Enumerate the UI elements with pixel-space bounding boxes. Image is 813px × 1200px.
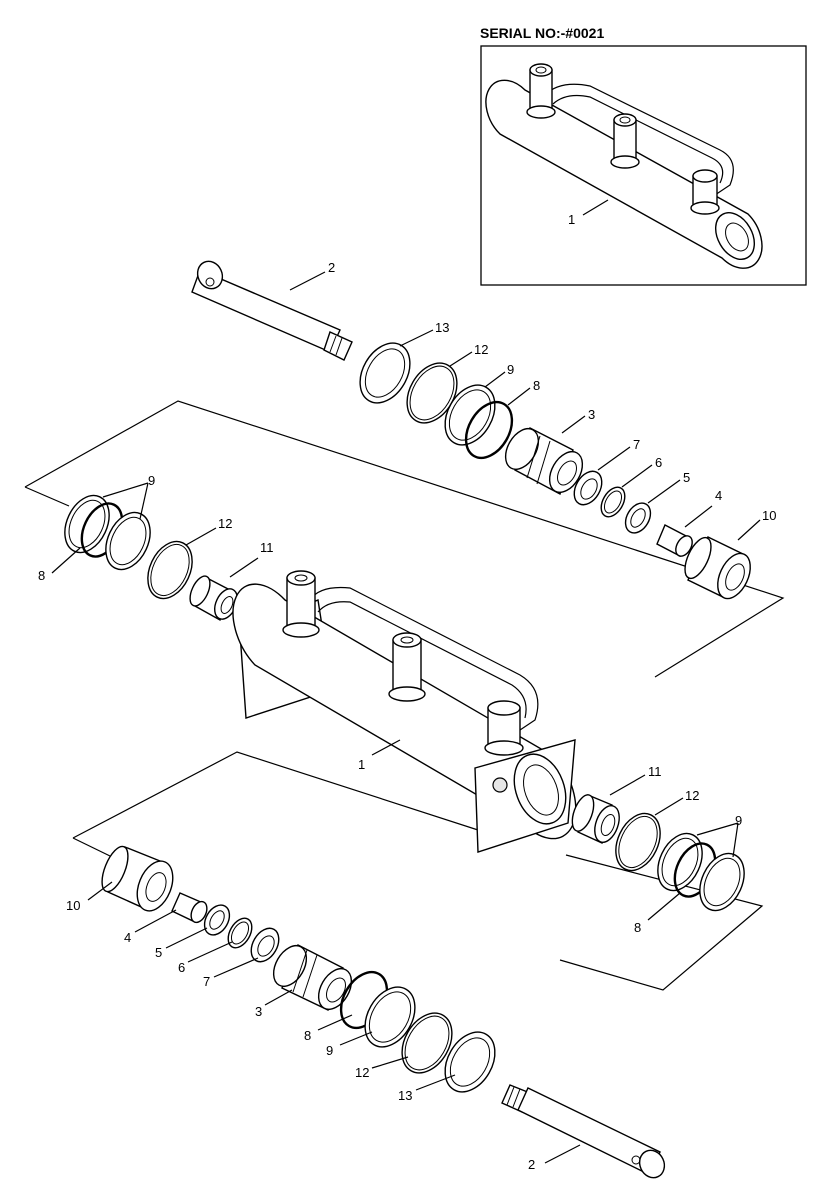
callout-right-8: 8 bbox=[634, 920, 641, 935]
top-ring-5 bbox=[624, 502, 652, 534]
bottom-snap-ring-13 bbox=[444, 1031, 496, 1093]
serial-number-label: SERIAL NO:-#0021 bbox=[480, 25, 604, 41]
left-bushing-11 bbox=[189, 575, 239, 622]
callout-inset-1: 1 bbox=[568, 212, 575, 227]
callout-bot-10: 10 bbox=[66, 898, 80, 913]
lower-assembly-frame bbox=[72, 751, 479, 839]
bottom-ring-5 bbox=[203, 904, 231, 936]
callout-bot-7: 7 bbox=[203, 974, 210, 989]
callout-right-11: 11 bbox=[648, 764, 662, 779]
callout-top-4: 4 bbox=[715, 488, 722, 503]
inset-cylinder-body bbox=[485, 63, 763, 269]
callout-bot-2: 2 bbox=[528, 1157, 535, 1172]
callout-bot-8: 8 bbox=[304, 1028, 311, 1043]
callout-left-12: 12 bbox=[218, 516, 232, 531]
bottom-ring-6 bbox=[227, 917, 253, 949]
top-spacer-10 bbox=[684, 536, 751, 600]
callout-bot-12: 12 bbox=[355, 1065, 369, 1080]
top-ring-7 bbox=[573, 470, 603, 506]
callout-left-9: 9 bbox=[148, 473, 155, 488]
callout-bot-9: 9 bbox=[326, 1043, 333, 1058]
upper-assembly-frame bbox=[24, 400, 785, 678]
right-backup-ring-12 bbox=[615, 812, 661, 872]
callout-top-3: 3 bbox=[588, 407, 595, 422]
callout-bot-3: 3 bbox=[255, 1004, 262, 1019]
top-bushing-4 bbox=[656, 524, 693, 557]
main-port-1 bbox=[282, 570, 320, 638]
callout-bot-13: 13 bbox=[398, 1088, 412, 1103]
bottom-spacer-10 bbox=[101, 845, 174, 912]
left-seal-9b bbox=[105, 511, 151, 571]
main-port-2 bbox=[388, 632, 426, 702]
callout-top-2: 2 bbox=[328, 260, 335, 275]
right-bushing-11 bbox=[571, 794, 620, 844]
top-ring-6 bbox=[600, 486, 626, 518]
callout-top-5: 5 bbox=[683, 470, 690, 485]
bottom-pin bbox=[501, 1084, 666, 1179]
top-o-ring-8 bbox=[464, 400, 514, 460]
callout-bot-5: 5 bbox=[155, 945, 162, 960]
main-cylinder-body bbox=[232, 570, 577, 853]
right-seal-9b bbox=[699, 852, 745, 912]
top-seal-9 bbox=[444, 384, 496, 446]
bottom-backup-ring-12 bbox=[401, 1012, 453, 1074]
callout-left-8: 8 bbox=[38, 568, 45, 583]
callout-top-12: 12 bbox=[474, 342, 488, 357]
callout-bot-4: 4 bbox=[124, 930, 131, 945]
bottom-piston-3 bbox=[272, 944, 353, 1011]
callout-top-8: 8 bbox=[533, 378, 540, 393]
bottom-ring-7 bbox=[250, 927, 280, 963]
callout-mid-1: 1 bbox=[358, 757, 365, 772]
inset-frame bbox=[480, 45, 807, 286]
callout-right-12: 12 bbox=[685, 788, 699, 803]
bottom-seal-9 bbox=[364, 986, 416, 1048]
callout-right-9: 9 bbox=[735, 813, 742, 828]
inset-port-3 bbox=[690, 169, 720, 215]
left-seal-9a bbox=[64, 494, 110, 554]
inset-port-2 bbox=[610, 113, 640, 169]
main-port-3 bbox=[484, 700, 524, 756]
callout-top-10: 10 bbox=[762, 508, 776, 523]
callout-top-13: 13 bbox=[435, 320, 449, 335]
callout-top-9: 9 bbox=[507, 362, 514, 377]
left-backup-ring-12 bbox=[147, 540, 193, 600]
top-piston-3 bbox=[504, 427, 584, 496]
bottom-bushing-4 bbox=[171, 892, 208, 924]
top-pin bbox=[191, 260, 353, 361]
callout-top-6: 6 bbox=[655, 455, 662, 470]
callout-left-11: 11 bbox=[260, 540, 274, 555]
inset-port-1 bbox=[526, 63, 556, 119]
callout-bot-6: 6 bbox=[178, 960, 185, 975]
callout-top-7: 7 bbox=[633, 437, 640, 452]
